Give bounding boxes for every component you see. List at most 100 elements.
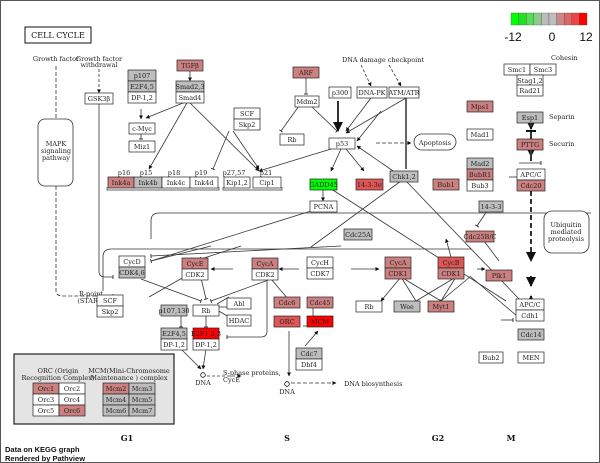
gene-node-cyce[interactable]: CycE	[181, 257, 209, 270]
gene-node-box[interactable]	[252, 176, 282, 189]
gene-node-cdk46[interactable]: CDK4,6	[118, 266, 146, 279]
gene-node-e2f45a[interactable]: E2F4,5	[127, 80, 157, 93]
gene-node-stag12[interactable]: Stag1,2	[516, 74, 544, 87]
gene-node-ink4c[interactable]: Ink4c	[161, 176, 191, 189]
gene-node-box[interactable]	[393, 300, 421, 313]
gene-node-orc5[interactable]: Orc5	[32, 404, 60, 417]
gene-node-chk12[interactable]: Chk1,2	[389, 170, 419, 183]
gene-node-box[interactable]	[355, 300, 383, 313]
mapk-pathway-box[interactable]	[37, 118, 74, 187]
gene-node-cycb[interactable]: CycB	[437, 256, 465, 269]
gene-node-cdc7[interactable]: Cdc7	[295, 347, 323, 360]
gene-node-p107130[interactable]: p107,130	[158, 304, 190, 317]
gene-node-bub1[interactable]: Bub1	[432, 178, 460, 191]
gene-node-orc6[interactable]: Orc6	[58, 404, 86, 417]
gene-node-mcm4[interactable]: Mcm4	[102, 393, 130, 406]
gene-node-cdk7[interactable]: CDK7	[306, 267, 334, 280]
gene-node-kip12[interactable]: Kip1,2	[223, 176, 251, 189]
gene-node-apcc2[interactable]: APC/C	[515, 298, 545, 311]
gene-node-rb3[interactable]: Rb	[355, 300, 383, 313]
gene-node-box[interactable]	[175, 91, 205, 104]
gene-node-box[interactable]	[516, 138, 544, 151]
gene-node-box[interactable]	[128, 122, 156, 135]
gene-node-e2f45b[interactable]: E2F4,5	[160, 327, 188, 340]
gene-node-cych[interactable]: CycH	[306, 256, 334, 269]
gene-node-bub2[interactable]: Bub2	[478, 351, 504, 364]
gene-node-dp12c[interactable]: DP-1,2	[192, 338, 220, 351]
gene-node-orc3[interactable]: Orc3	[32, 393, 60, 406]
gene-node-box[interactable]	[226, 314, 252, 327]
gene-node-box[interactable]	[309, 200, 338, 213]
gene-node-box[interactable]	[356, 86, 388, 99]
gene-node-rad21[interactable]: Rad21	[516, 84, 544, 97]
gene-node-cdc25bc[interactable]: Cdc25B/C	[464, 230, 497, 243]
gene-node-box[interactable]	[466, 100, 494, 113]
gene-node-box[interactable]	[306, 296, 334, 309]
gene-node-cdc14[interactable]: Cdc14	[517, 328, 545, 341]
gene-node-apcc1[interactable]: APC/C	[516, 168, 546, 181]
gene-node-tgfb[interactable]: TGFβ	[176, 59, 204, 72]
gene-node-atmatr[interactable]: ATM/ATR	[387, 86, 421, 99]
gene-node-box[interactable]	[273, 315, 301, 328]
gene-node-ink4b[interactable]: Ink4b	[133, 176, 163, 189]
gene-node-skp2a[interactable]: Skp2	[233, 118, 261, 131]
gene-node-box[interactable]	[223, 176, 251, 189]
gene-node-arf[interactable]: ARF	[292, 66, 320, 79]
gene-node-dnapk[interactable]: DNA-PK	[356, 86, 388, 99]
gene-node-dp12a[interactable]: DP-1,2	[127, 91, 157, 104]
gene-node-box[interactable]	[466, 179, 494, 192]
gene-node-gadd45[interactable]: GADD45	[309, 178, 338, 191]
gene-node-cdk2a[interactable]: CDK2	[181, 268, 209, 281]
gene-node-cdk1a[interactable]: CDK1	[384, 267, 412, 280]
gene-node-bub3[interactable]: Bub3	[466, 179, 494, 192]
gene-node-box[interactable]	[292, 66, 320, 79]
gene-node-box[interactable]	[160, 304, 188, 317]
gene-node-box[interactable]	[388, 86, 420, 99]
gene-node-box[interactable]	[389, 170, 419, 183]
gene-node-cdk2b[interactable]: CDK2	[251, 268, 279, 281]
gene-node-s1433[interactable]: 14-3-3	[478, 200, 504, 213]
gene-node-box[interactable]	[294, 95, 320, 108]
gene-node-box[interactable]	[192, 304, 220, 317]
gene-node-scf1[interactable]: SCF	[233, 107, 261, 120]
gene-node-cdc20[interactable]: Cdc20	[516, 179, 546, 192]
gene-node-ink4a[interactable]: Ink4a	[107, 176, 135, 189]
gene-node-box[interactable]	[279, 133, 305, 146]
gene-node-orc4[interactable]: Orc4	[58, 393, 86, 406]
gene-node-mad2[interactable]: Mad2	[466, 157, 494, 170]
gene-node-smad4[interactable]: Smad4	[175, 91, 205, 104]
gene-node-dp12b[interactable]: DP-1,2	[160, 338, 188, 351]
gene-node-box[interactable]	[251, 268, 279, 281]
gene-node-bubr1[interactable]: BubR1	[466, 168, 494, 181]
gene-node-gsk3b[interactable]: GSK3β	[84, 92, 114, 105]
gene-node-box[interactable]	[118, 266, 146, 279]
ubiquitin-proteolysis-box[interactable]	[543, 210, 590, 254]
gene-node-cdc6[interactable]: Cdc6	[273, 296, 301, 309]
gene-node-mdm2[interactable]: Mdm2	[294, 95, 320, 108]
gene-node-smc3[interactable]: Smc3	[529, 63, 557, 76]
gene-node-box[interactable]	[384, 267, 412, 280]
gene-node-box[interactable]	[128, 140, 156, 153]
gene-node-dbf4[interactable]: Dbf4	[295, 358, 323, 371]
gene-node-mcm3[interactable]: Mcm3	[128, 382, 156, 395]
gene-node-pcna[interactable]: PCNA	[309, 200, 338, 213]
gene-node-cdc45[interactable]: Cdc45	[306, 296, 334, 309]
gene-node-box[interactable]	[478, 351, 504, 364]
gene-node-box[interactable]	[516, 84, 544, 97]
gene-node-cdh1[interactable]: Cdh1	[515, 309, 545, 322]
gene-node-box[interactable]	[233, 118, 261, 131]
gene-node-p300[interactable]: p300	[328, 86, 352, 99]
gene-node-box[interactable]	[515, 309, 545, 322]
gene-node-box[interactable]	[437, 267, 465, 280]
gene-node-hdac[interactable]: HDAC	[226, 314, 252, 327]
gene-node-box[interactable]	[160, 338, 188, 351]
gene-node-box[interactable]	[478, 200, 504, 213]
gene-node-mcm2[interactable]: Mcm2	[102, 382, 130, 395]
gene-node-cyca1[interactable]: CycA	[251, 257, 279, 270]
gene-node-p53[interactable]: p53	[328, 137, 356, 150]
gene-node-mcm5[interactable]: Mcm5	[128, 393, 156, 406]
gene-node-scf2[interactable]: SCF	[96, 294, 124, 307]
gene-node-box[interactable]	[96, 305, 124, 318]
gene-node-box[interactable]	[189, 176, 219, 189]
gene-node-mps1[interactable]: Mps1	[466, 100, 494, 113]
